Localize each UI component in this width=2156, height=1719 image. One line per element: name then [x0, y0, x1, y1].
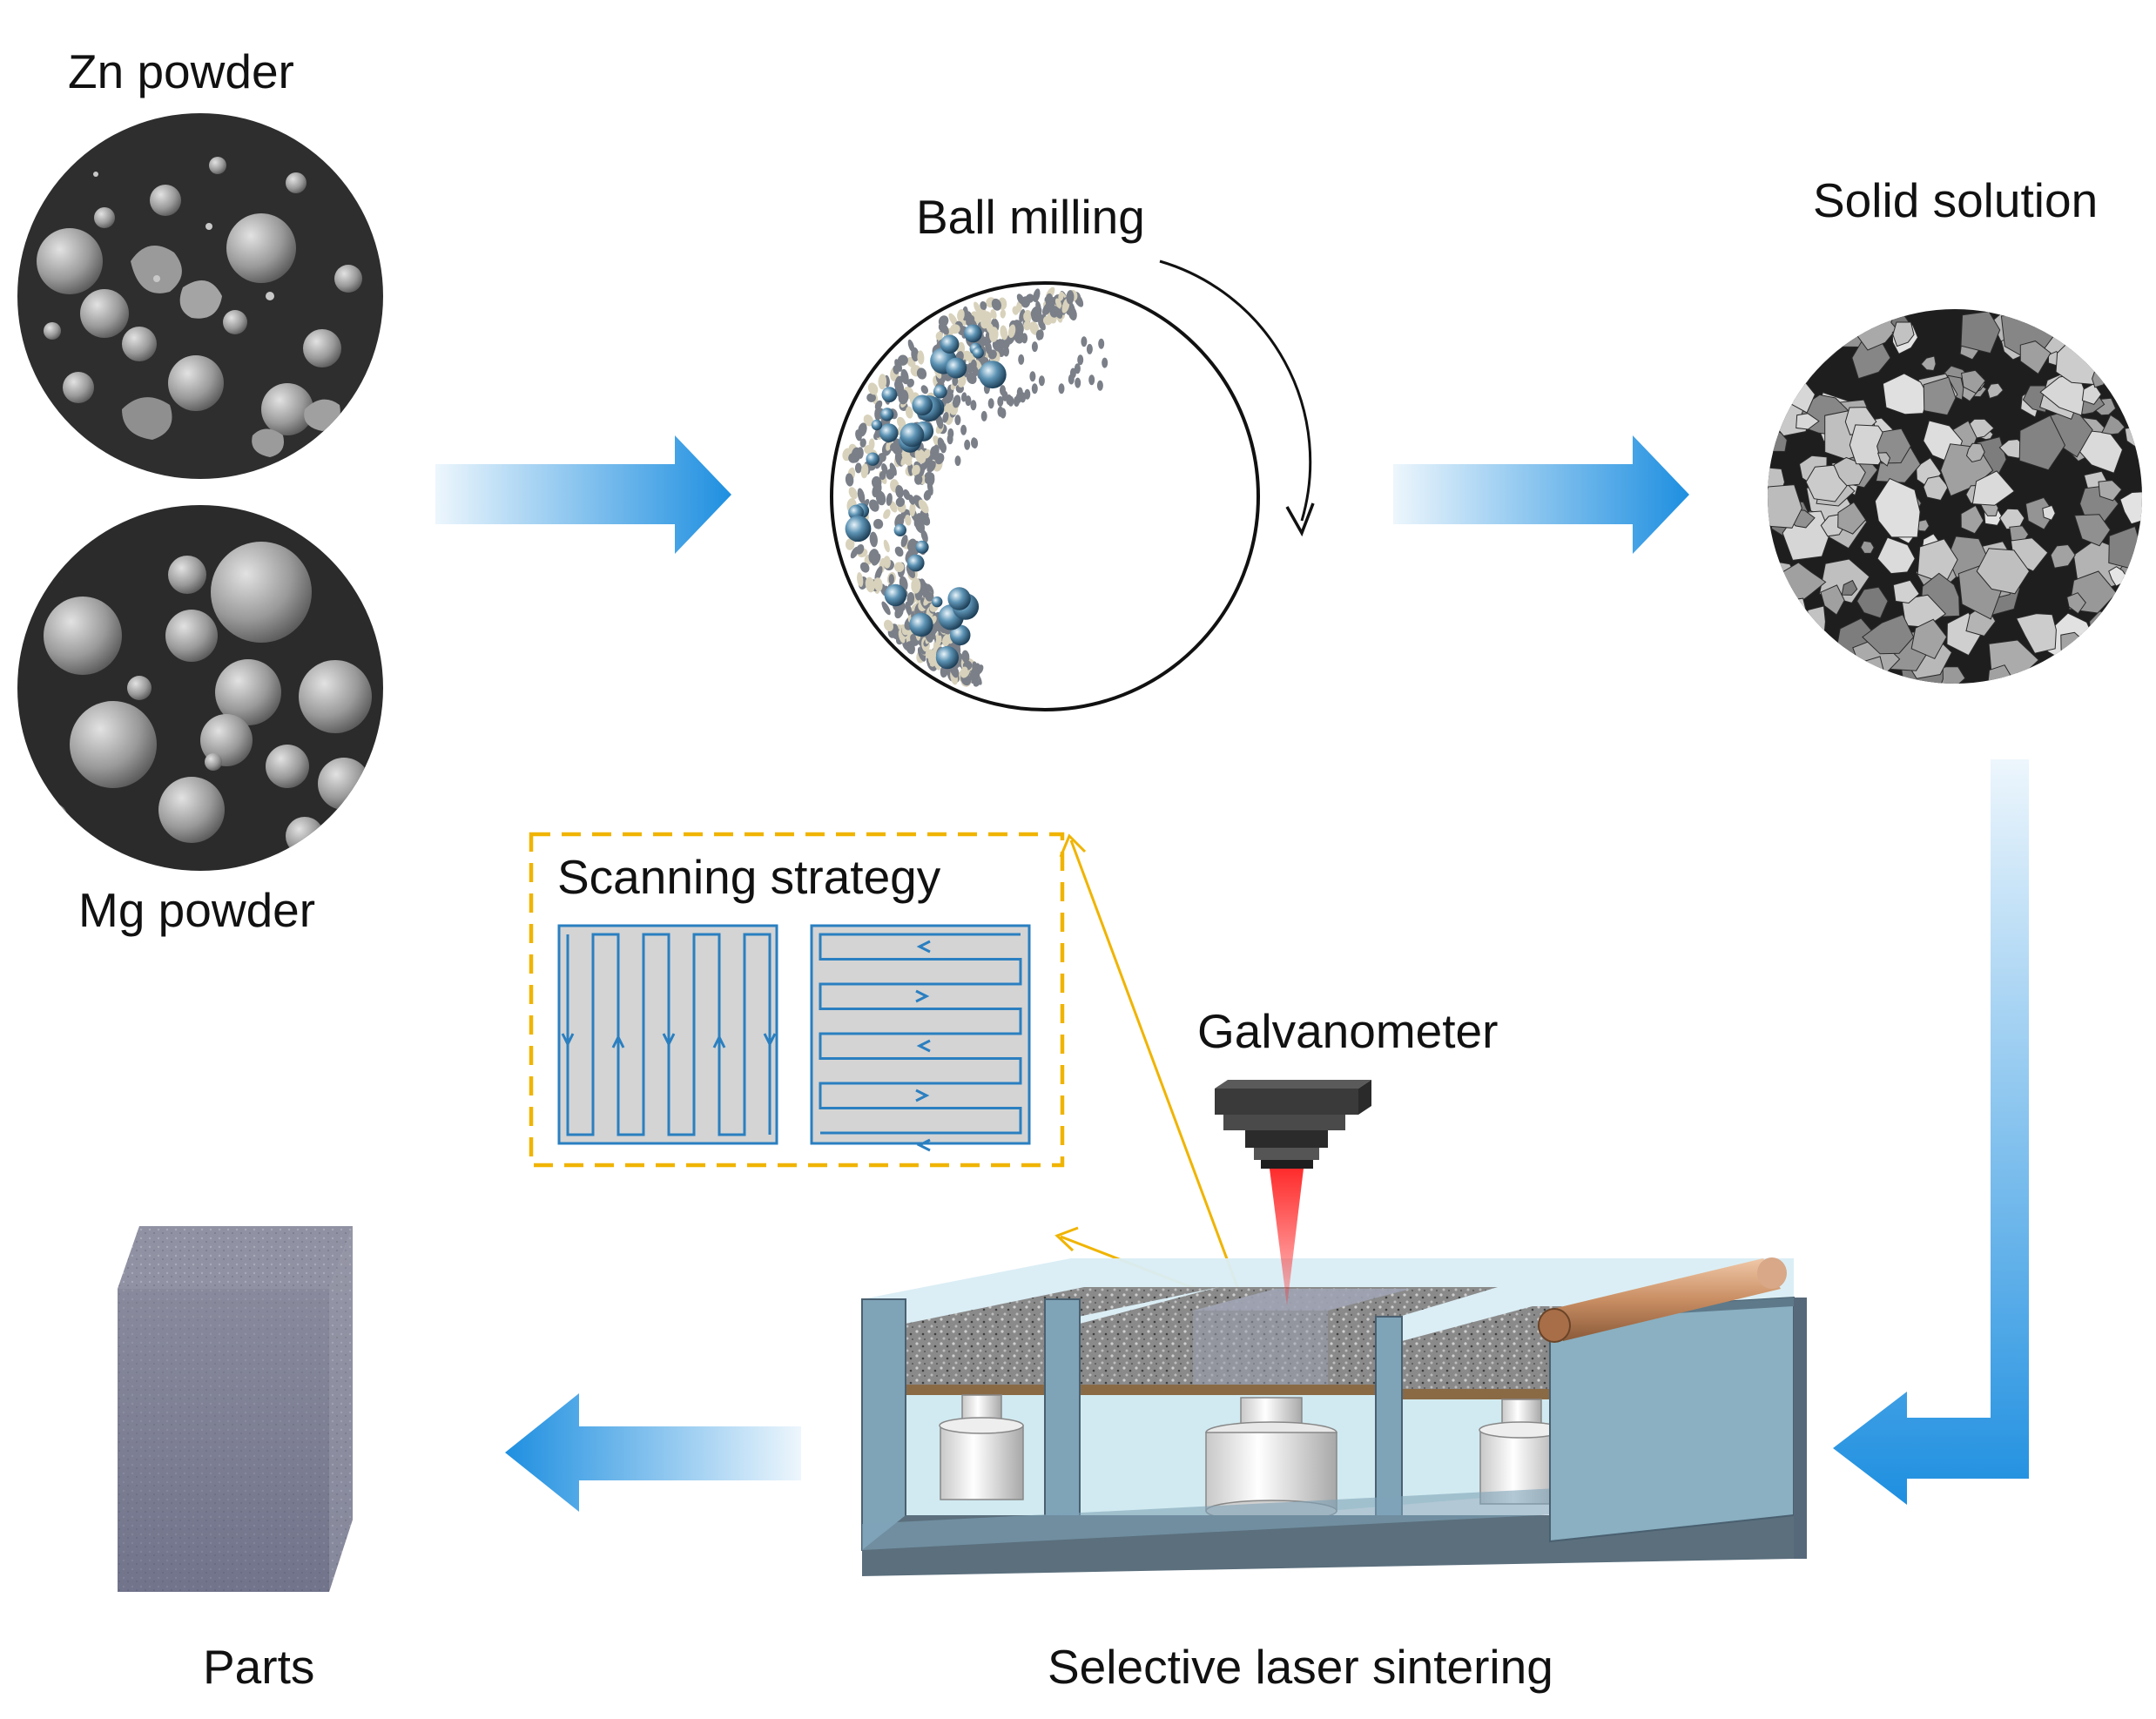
sls-machine	[862, 1257, 1807, 1576]
ball-milling-label: Ball milling	[916, 193, 1145, 241]
ball-mill-jar	[832, 283, 1258, 710]
flow-arrow-to-parts	[505, 1393, 801, 1512]
galvanometer	[1215, 1080, 1371, 1169]
solid-solution-sem-image	[1761, 298, 2156, 700]
flow-arrow-to-sintering	[1833, 759, 2029, 1505]
scanning-strategy-label: Scanning strategy	[557, 853, 940, 901]
flow-arrow-to-milling	[435, 435, 731, 554]
zn-powder-label: Zn powder	[68, 48, 294, 96]
sintered-part	[118, 1226, 353, 1592]
flow-arrow-to-solid-solution	[1393, 435, 1689, 554]
galvanometer-label: Galvanometer	[1197, 1008, 1498, 1055]
zn-powder-sem-image	[17, 113, 383, 479]
zigzag-scan-pattern	[559, 926, 777, 1143]
parts-label: Parts	[203, 1643, 314, 1691]
stripe-scan-pattern	[812, 926, 1029, 1150]
solid-solution-label: Solid solution	[1813, 177, 2098, 225]
mg-powder-sem-image	[17, 505, 383, 871]
callout-leader-lines	[1057, 836, 1245, 1308]
selective-laser-sintering-label: Selective laser sintering	[1048, 1643, 1553, 1691]
mg-powder-label: Mg powder	[78, 886, 315, 934]
